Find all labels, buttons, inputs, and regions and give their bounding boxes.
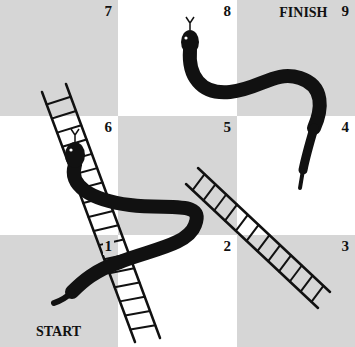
ladder-rung xyxy=(301,276,313,292)
snake xyxy=(181,17,320,188)
ladder-rung xyxy=(94,225,119,231)
ladder-rung xyxy=(120,297,145,302)
ladder-rung xyxy=(203,184,215,200)
board-square: 4 xyxy=(237,116,355,235)
board-square: 3 xyxy=(237,235,355,347)
square-number: 1 xyxy=(103,238,115,255)
ladder-rung xyxy=(257,235,269,251)
ladder-rung xyxy=(268,245,280,261)
square-number: 9 xyxy=(340,3,352,20)
ladder-rung xyxy=(290,266,302,282)
ladder-rung xyxy=(225,205,237,221)
ladder-rung xyxy=(130,325,155,329)
ladder-rung xyxy=(236,215,248,231)
square-label: FINISH xyxy=(277,5,329,20)
snake xyxy=(54,129,197,303)
ladder xyxy=(186,168,330,308)
square-number: 2 xyxy=(222,238,234,255)
ladder-rung xyxy=(125,311,150,315)
square-number: 3 xyxy=(340,238,352,255)
square-number: 4 xyxy=(340,119,352,136)
square-number: 7 xyxy=(103,3,115,20)
ladder-rung xyxy=(193,174,205,190)
ladder-rung xyxy=(247,225,259,241)
ladder-rung xyxy=(99,240,124,246)
ladder-rung xyxy=(52,111,76,119)
square-number: 5 xyxy=(222,119,234,136)
board-square: FINISH 9 xyxy=(237,0,355,116)
board-square: 5 xyxy=(118,116,237,235)
square-label: START xyxy=(34,324,83,339)
ladder-rung xyxy=(214,194,226,210)
ladder-rung xyxy=(47,97,71,105)
ladder-rung xyxy=(279,255,291,271)
ladder-rung xyxy=(115,282,140,287)
square-number: 8 xyxy=(222,3,234,20)
board-square: 7 xyxy=(0,0,118,116)
ladder-rung xyxy=(89,211,114,217)
ladder-rung xyxy=(311,286,323,302)
square-number: 6 xyxy=(103,119,115,136)
